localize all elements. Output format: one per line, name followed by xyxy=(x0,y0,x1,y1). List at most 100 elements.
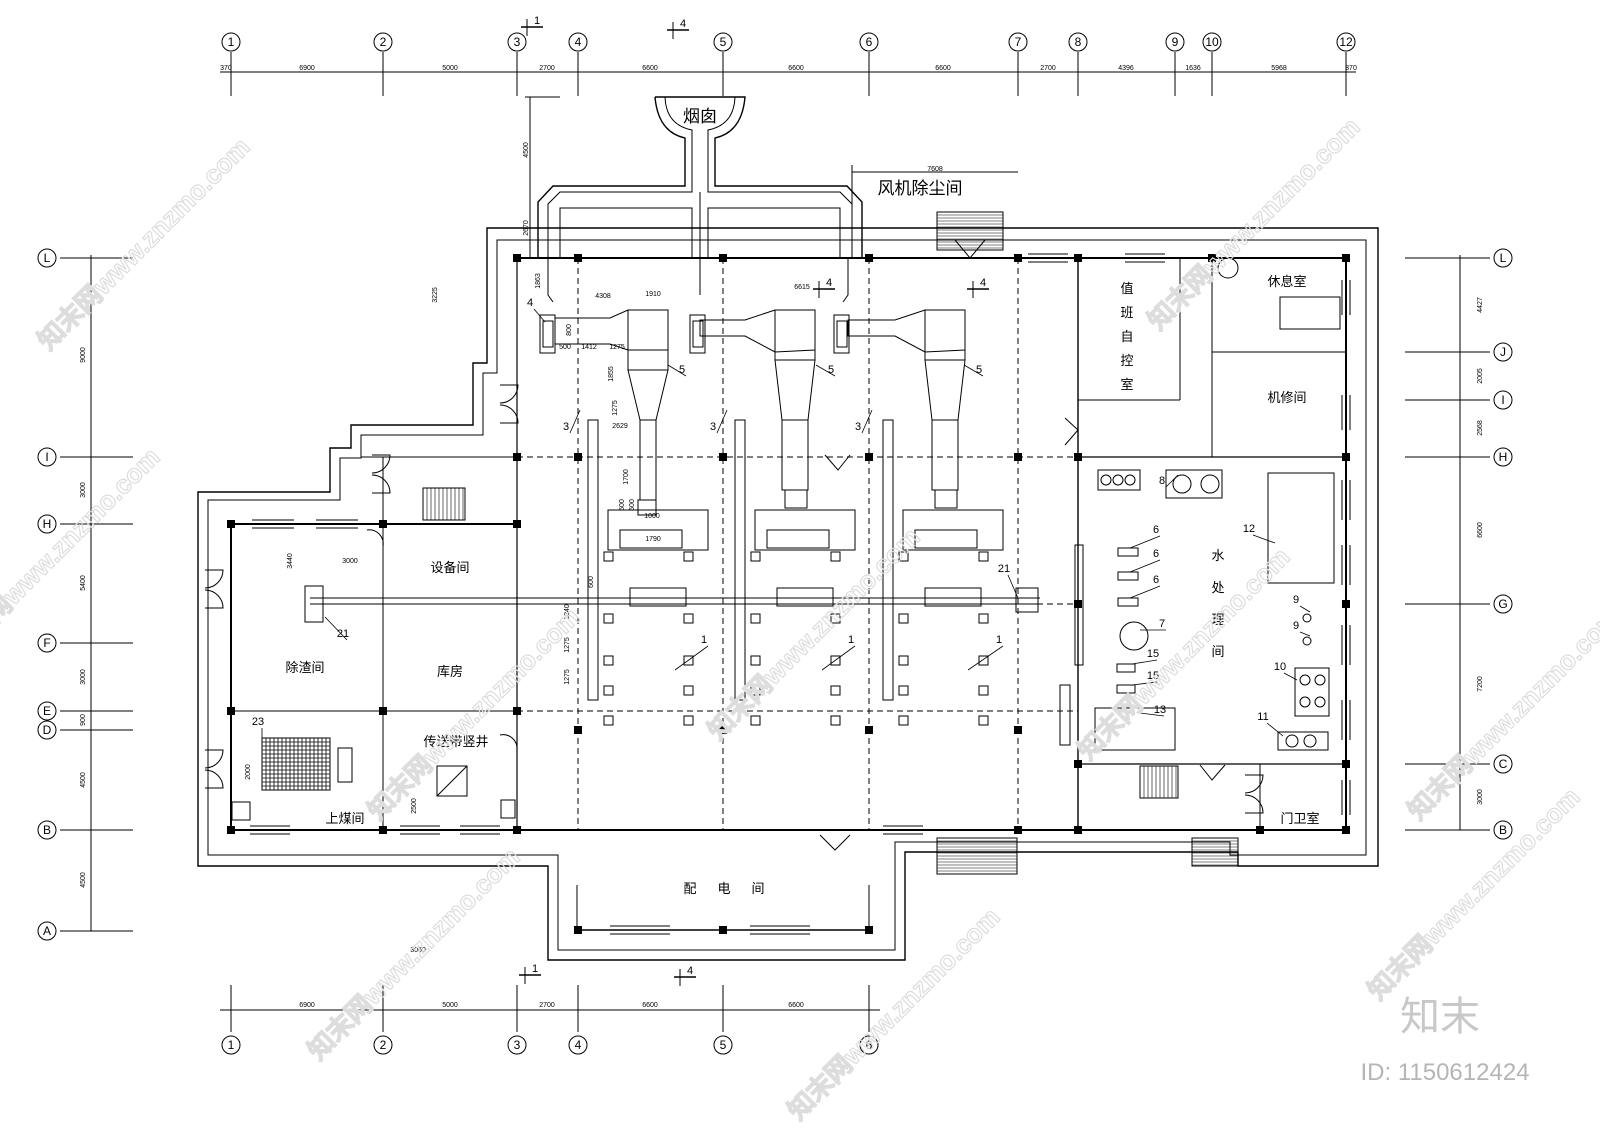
boiler-2-base xyxy=(830,715,841,726)
callout-leader xyxy=(716,409,728,434)
watermark-diagonal: 知末网www.znzmo.com xyxy=(32,132,256,356)
top-axis-bubble-circle xyxy=(1068,32,1088,52)
left-axis-bubble-circle xyxy=(37,514,57,534)
column xyxy=(719,453,727,461)
section-mark: 4 xyxy=(826,277,832,289)
pump-impeller xyxy=(1124,474,1136,486)
watermark-diagonal: 知末网www.znzmo.com xyxy=(1072,542,1296,766)
equipment-number: 15 xyxy=(1147,648,1159,660)
induced-fan xyxy=(833,314,850,354)
bottom-dimension-value: 6600 xyxy=(788,1002,804,1009)
column xyxy=(513,254,521,262)
callout-leader xyxy=(1129,585,1161,599)
misc-dimension: 1863 xyxy=(535,273,542,289)
label-power-room: 配 xyxy=(683,882,696,897)
column xyxy=(1074,453,1082,461)
right-dimension-value: 2568 xyxy=(1477,420,1484,436)
label-fan-dust-room: 风机除尘间 xyxy=(878,179,963,199)
bottom-axis-bubble-circle xyxy=(568,1035,588,1055)
water-tank-12 xyxy=(1267,472,1335,584)
boiler-1-base xyxy=(683,715,694,726)
column xyxy=(1014,254,1022,262)
door-swing xyxy=(824,454,851,471)
label-machine-repair: 机修间 xyxy=(1267,391,1306,406)
flue-duct-flange xyxy=(637,499,657,516)
column xyxy=(1342,254,1350,262)
right-dimension-value: 2005 xyxy=(1477,368,1484,384)
boiler-2-base xyxy=(830,551,841,562)
right-dimension-value: 4427 xyxy=(1477,297,1484,313)
top-axis-bubble-circle xyxy=(568,32,588,52)
column xyxy=(719,726,727,734)
watermark-diagonal: 知末网www.znzmo.com xyxy=(1142,112,1366,336)
column xyxy=(1342,760,1350,768)
callout-leader xyxy=(1165,474,1179,488)
cyclone-cone xyxy=(627,369,669,421)
callout-leader xyxy=(533,308,546,323)
left-dimension-value: 3000 xyxy=(80,669,87,685)
misc-dimension: 1000 xyxy=(644,513,660,520)
right-axis-bubble-circle xyxy=(1493,390,1513,410)
conveyor-hopper-diag xyxy=(436,765,468,797)
equipment-number: 1 xyxy=(848,634,854,646)
callout-leader xyxy=(967,645,1004,671)
right-axis-bubble: C xyxy=(1499,757,1508,771)
top-axis-bubble: 5 xyxy=(720,35,727,49)
top-axis-bubble-circle xyxy=(1165,32,1185,52)
door-swing xyxy=(371,474,391,494)
misc-dimension: 1790 xyxy=(645,536,661,543)
pump-11 xyxy=(1303,734,1317,748)
label-storage: 库房 xyxy=(437,664,463,680)
door-swing xyxy=(366,529,384,547)
boiler-1-base xyxy=(603,655,614,666)
bottom-axis-bubble: 2 xyxy=(380,1038,387,1052)
boiler-3-base xyxy=(898,685,909,696)
top-axis-bubble: 8 xyxy=(1075,35,1082,49)
left-axis-bubble: I xyxy=(45,450,48,464)
column xyxy=(227,707,235,715)
staircase xyxy=(1139,765,1179,799)
column xyxy=(1074,600,1082,608)
bottom-axis-bubble: 5 xyxy=(720,1038,727,1052)
boiler-1-door xyxy=(619,529,683,549)
bottom-dimension-value: 6900 xyxy=(299,1002,315,1009)
bottom-axis-bubble-circle xyxy=(713,1035,733,1055)
bottom-axis-bubble-circle xyxy=(859,1035,879,1055)
label-water-treatment: 水 xyxy=(1211,549,1224,564)
column xyxy=(865,453,873,461)
pump-impeller xyxy=(1112,474,1124,486)
cyclone-body xyxy=(627,309,669,371)
label-slag-removal: 除渣间 xyxy=(285,661,324,676)
bottom-dimension-value: 6600 xyxy=(642,1002,658,1009)
boiler-3-base xyxy=(978,655,989,666)
misc-dimension: 500 xyxy=(619,499,626,511)
top-dimension-value: 4396 xyxy=(1118,65,1134,72)
misc-dimension: 3440 xyxy=(287,553,294,569)
top-axis-bubble-circle xyxy=(713,32,733,52)
coal-bin xyxy=(231,801,251,821)
watermark-id: ID: 1150612424 xyxy=(1360,1059,1529,1086)
boiler-1-base xyxy=(603,685,614,696)
boiler-1-base xyxy=(683,655,694,666)
left-axis-bubble-circle xyxy=(37,921,57,941)
watermark-diagonal: 知末网www.znzmo.com xyxy=(302,842,526,1066)
callout-leader xyxy=(963,364,984,377)
left-axis-bubble: D xyxy=(43,723,52,737)
section-mark: 1 xyxy=(532,963,538,975)
pump-10 xyxy=(1299,696,1311,708)
equipment-number: 1 xyxy=(996,634,1002,646)
top-axis-bubble: 7 xyxy=(1015,35,1022,49)
equipment-number: 6 xyxy=(1153,548,1159,560)
column xyxy=(379,826,387,834)
valve-9 xyxy=(1302,613,1312,623)
top-axis-bubble-circle xyxy=(859,32,879,52)
right-dimension-value: 3000 xyxy=(1477,789,1484,805)
right-axis-bubble-circle xyxy=(1493,447,1513,467)
right-axis-bubble: I xyxy=(1501,393,1504,407)
boiler-2-base xyxy=(750,613,761,624)
pump-10 xyxy=(1314,696,1326,708)
top-axis-bubble-circle xyxy=(373,32,393,52)
small-equipment xyxy=(500,799,516,819)
column xyxy=(379,520,387,528)
left-axis-bubble: B xyxy=(43,823,51,837)
